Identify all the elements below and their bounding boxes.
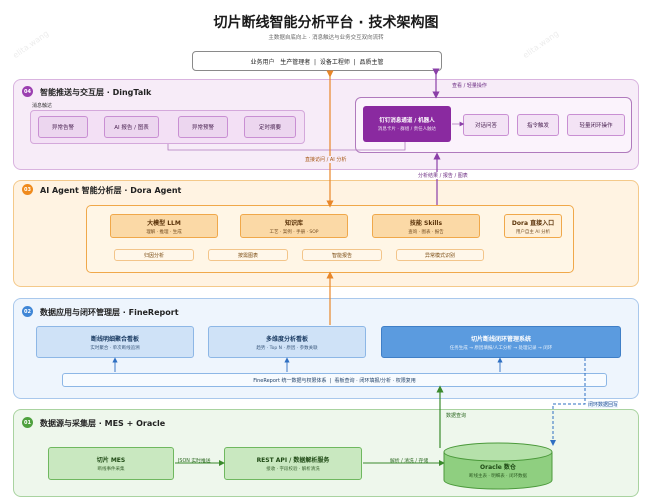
- flow-label-query: 数据查询: [446, 413, 467, 419]
- layer-title-02: 数据应用与闭环管理层 · FineReport: [40, 308, 179, 317]
- msg-item: 异常预警: [178, 116, 228, 138]
- capability-pill: 按需图表: [208, 249, 288, 261]
- layer-badge-03: 03: [22, 184, 33, 195]
- capability-pill: 归因分析: [114, 249, 194, 261]
- finereport-permission-bar: FineReport 统一数据与权限体系 | 看板查询 · 闭环填报/分析 · …: [62, 373, 607, 387]
- dingtalk-robot: 钉钉消息通道 / 机器人 消息卡片 · 群组 / 责任人触达: [363, 106, 451, 142]
- capability-pill: 异常模式识别: [396, 249, 484, 261]
- flow-label-writeback: 闭环数据回写: [588, 401, 619, 408]
- section-label: 消息触达: [32, 103, 53, 109]
- page-title: 切片断线智能分析平台 · 技术架构图: [213, 15, 439, 31]
- layer-title-03: AI Agent 智能分析层 · Dora Agent: [40, 186, 182, 195]
- layer-badge-04: 04: [22, 86, 33, 97]
- closed-loop-system-card[interactable]: 切片断线闭环管理系统任务生成 → 原因填报/人工分析 → 处理记录 → 闭环: [381, 326, 621, 358]
- knowledge-card: 知识库工艺 · 案例 · 手册 · SOP: [240, 214, 348, 238]
- action-item: 指令触发: [517, 114, 559, 136]
- api-card: REST API / 数据解析服务接收 · 字段校验 · 解析清洗: [224, 447, 362, 480]
- users-bar: 业务用户 生产管理者 | 设备工程师 | 品质主管: [192, 51, 442, 71]
- msg-item: 定时摘要: [244, 116, 296, 138]
- flow-label-results: 分析结果 / 报告 / 图表: [418, 172, 468, 179]
- capability-pill: 智能报告: [302, 249, 382, 261]
- msg-item: AI 报告 / 图表: [104, 116, 159, 138]
- oracle-warehouse: Oracle 数仓断线主表 · 明细表 · 闭环数据: [468, 463, 528, 479]
- page-subtitle: 主数据自底向上 · 消息触达与业务交互双向流转: [268, 35, 384, 41]
- layer-title-01: 数据源与采集层 · MES + Oracle: [40, 419, 166, 428]
- dora-entry-card[interactable]: Dora 直接入口用户自主 AI 分析: [504, 214, 562, 238]
- layer-title-04: 智能推送与交互层 · DingTalk: [40, 88, 152, 97]
- layer-badge-01: 01: [22, 417, 33, 428]
- flow-label-view: 查看 / 轻量操作: [452, 83, 487, 89]
- flow-label-parse: 解析 / 清洗 / 存储: [390, 459, 429, 464]
- msg-item: 异常告警: [38, 116, 88, 138]
- flow-label-json: JSON 实时推送: [178, 459, 211, 464]
- layer-badge-02: 02: [22, 306, 33, 317]
- multi-dim-board-card[interactable]: 多维度分析看板趋势 · Top N · 原因 · 参数关联: [208, 326, 366, 358]
- flow-label-direct: 直接访问 / AI 分析: [305, 156, 347, 163]
- action-item: 轻量闭环操作: [567, 114, 625, 136]
